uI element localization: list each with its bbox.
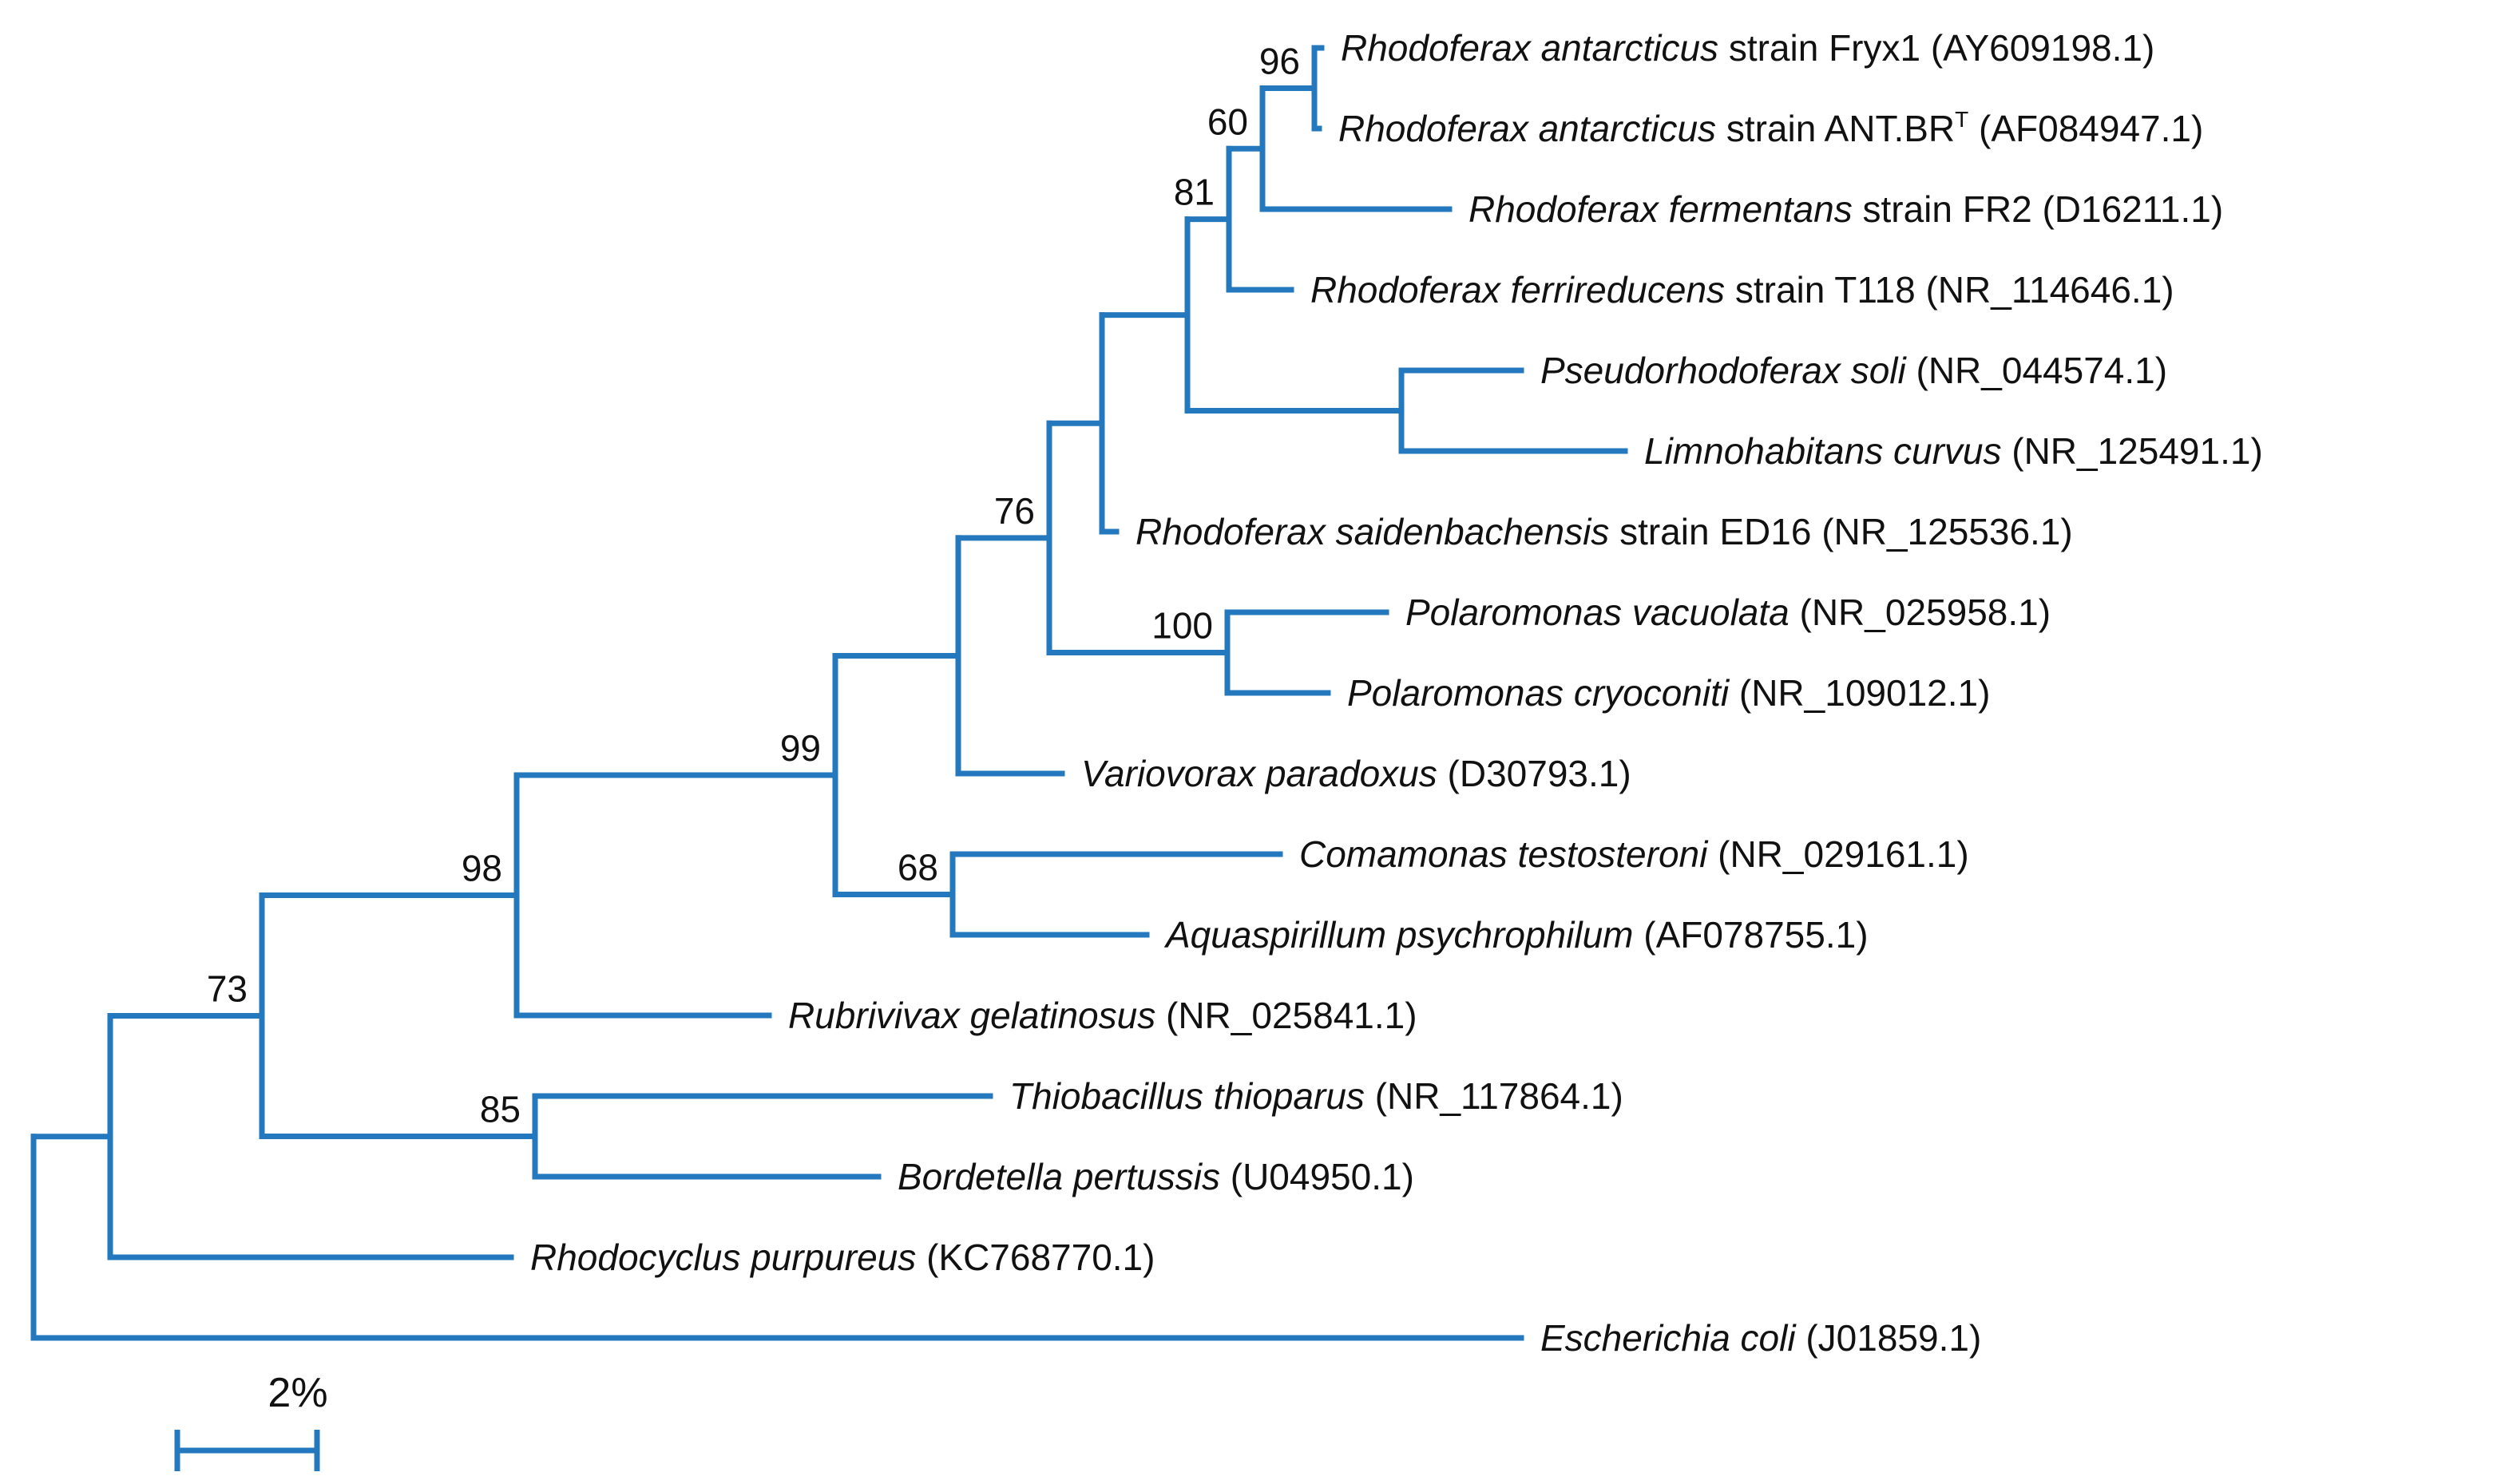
taxon-label: Limnohabitans curvus (NR_125491.1) xyxy=(1644,430,2263,472)
bootstrap-value: 76 xyxy=(994,490,1035,532)
taxon-label: Rhodoferax fermentans strain FR2 (D16211… xyxy=(1468,188,2223,230)
bootstrap-value: 96 xyxy=(1259,41,1300,82)
taxon-label: Polaromonas cryoconiti (NR_109012.1) xyxy=(1347,672,1990,714)
taxon-label: Rhodoferax ferrireducens strain T118 (NR… xyxy=(1310,269,2174,311)
bootstrap-value: 81 xyxy=(1174,172,1215,213)
taxon-label: Polaromonas vacuolata (NR_025958.1) xyxy=(1405,592,2051,633)
taxon-label: Variovorax paradoxus (D30793.1) xyxy=(1081,753,1631,794)
taxon-label: Bordetella pertussis (U04950.1) xyxy=(898,1156,1414,1197)
scale-bar: 2% xyxy=(174,1370,328,1471)
taxon-label: Pseudorhodoferax soli (NR_044574.1) xyxy=(1540,350,2167,391)
taxon-label: Aquaspirillum psychrophilum (AF078755.1) xyxy=(1163,914,1869,956)
bootstrap-value: 73 xyxy=(207,968,248,1009)
taxon-label: Rubrivivax gelatinosus (NR_025841.1) xyxy=(788,995,1417,1036)
bootstrap-value: 100 xyxy=(1151,605,1213,647)
bootstrap-value: 68 xyxy=(898,847,938,888)
bootstrap-value: 85 xyxy=(480,1089,521,1130)
bootstrap-labels: 96 60 81 100 76 68 99 98 85 73 xyxy=(207,41,1300,1130)
taxon-label: Escherichia coli (J01859.1) xyxy=(1540,1317,1981,1359)
taxon-label: Rhodocyclus purpureus (KC768770.1) xyxy=(530,1237,1155,1278)
taxon-label: Rhodoferax antarcticus strain Fryx1 (AY6… xyxy=(1341,27,2154,69)
scale-bar-label: 2% xyxy=(268,1370,327,1416)
taxon-label: Thiobacillus thioparus (NR_117864.1) xyxy=(1009,1075,1623,1117)
tree-branches xyxy=(30,45,1628,1341)
bootstrap-value: 99 xyxy=(780,727,821,769)
taxon-label: Comamonas testosteroni (NR_029161.1) xyxy=(1299,833,1969,875)
taxon-label: Rhodoferax saidenbachensis strain ED16 (… xyxy=(1136,511,2073,552)
bootstrap-value: 98 xyxy=(462,847,502,888)
bootstrap-value: 60 xyxy=(1207,101,1248,142)
taxon-labels: Rhodoferax antarcticus strain Fryx1 (AY6… xyxy=(530,27,2263,1359)
taxon-label: Rhodoferax antarcticus strain ANT.BRT (A… xyxy=(1338,107,2203,149)
